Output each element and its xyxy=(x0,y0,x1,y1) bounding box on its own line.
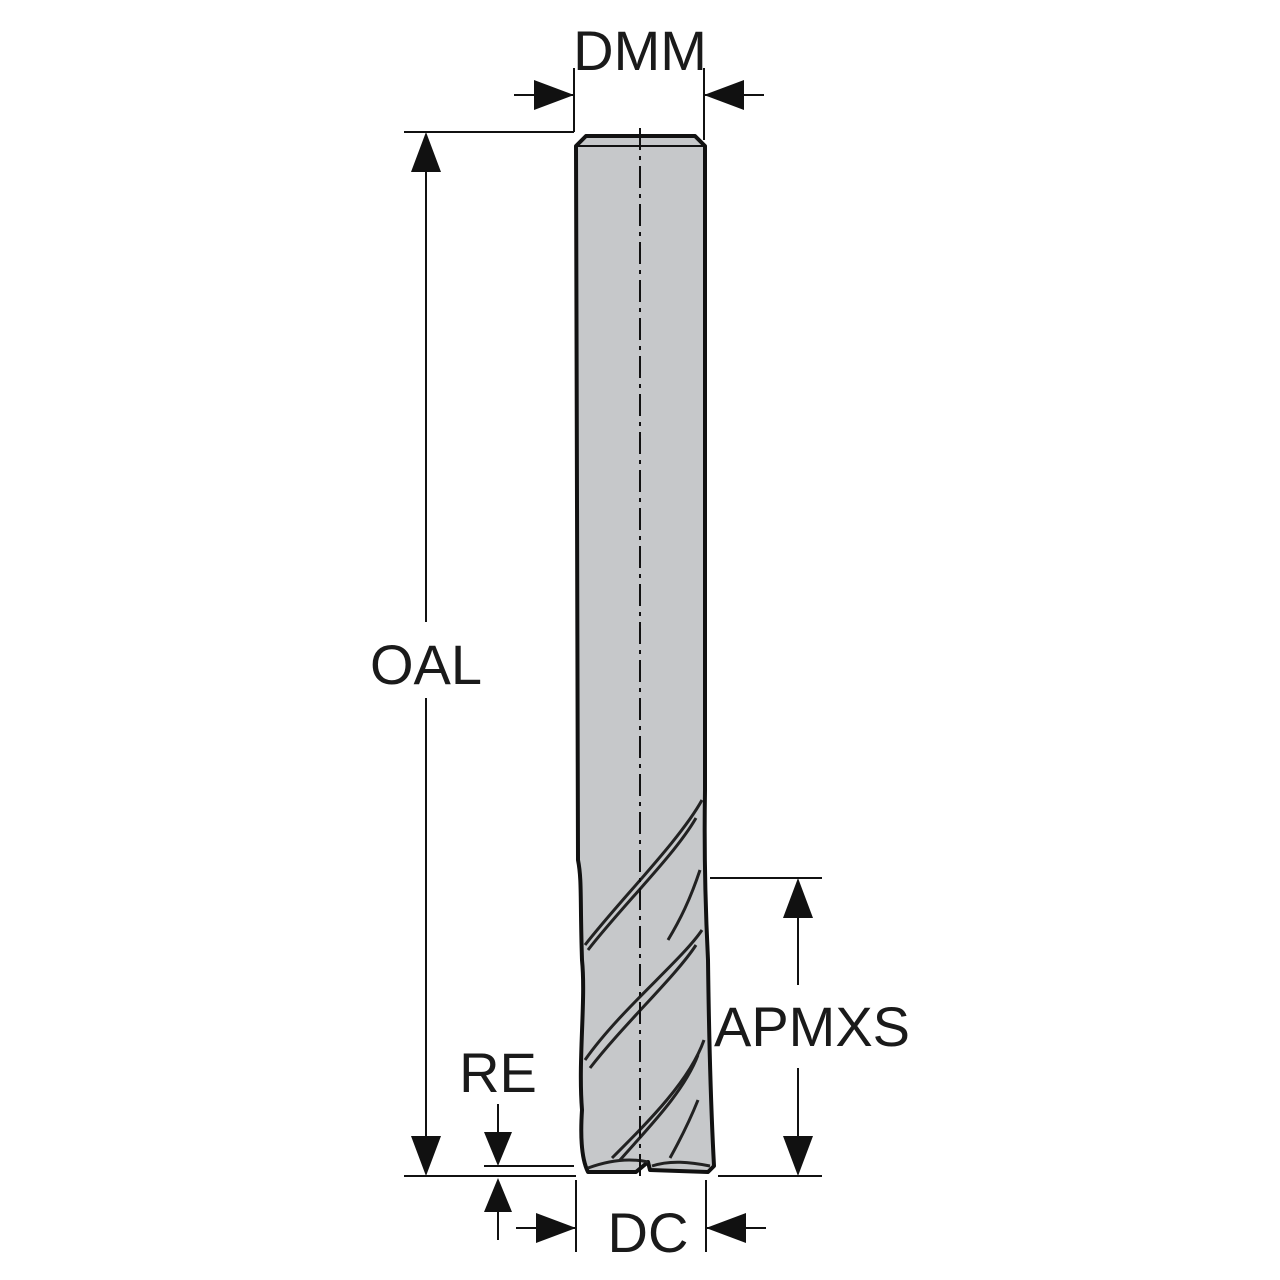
dc-arrow-right xyxy=(706,1213,746,1243)
apmxs-dimension: APMXS xyxy=(710,877,910,1177)
apmxs-label: APMXS xyxy=(714,995,910,1058)
re-dimension: RE xyxy=(459,1041,574,1240)
re-arrow-top xyxy=(484,1132,512,1166)
dmm-arrow-right xyxy=(704,80,744,110)
re-arrow-bottom xyxy=(484,1178,512,1212)
dc-dimension: DC xyxy=(516,1180,766,1264)
dc-label: DC xyxy=(608,1201,689,1264)
dc-arrow-left xyxy=(536,1213,576,1243)
oal-dimension: OAL xyxy=(370,131,576,1177)
flute-lines xyxy=(583,799,711,1170)
dmm-label: DMM xyxy=(573,19,707,82)
re-label: RE xyxy=(459,1041,537,1104)
apmxs-arrow-bottom xyxy=(783,1136,813,1176)
apmxs-arrow-top xyxy=(783,878,813,918)
dmm-arrow-left xyxy=(534,80,574,110)
tool-body xyxy=(574,134,716,1174)
dmm-dimension: DMM xyxy=(514,19,764,140)
oal-label: OAL xyxy=(370,633,482,696)
oal-arrow-bottom xyxy=(411,1136,441,1176)
oal-arrow-top xyxy=(411,132,441,172)
end-mill-tool xyxy=(574,128,716,1180)
